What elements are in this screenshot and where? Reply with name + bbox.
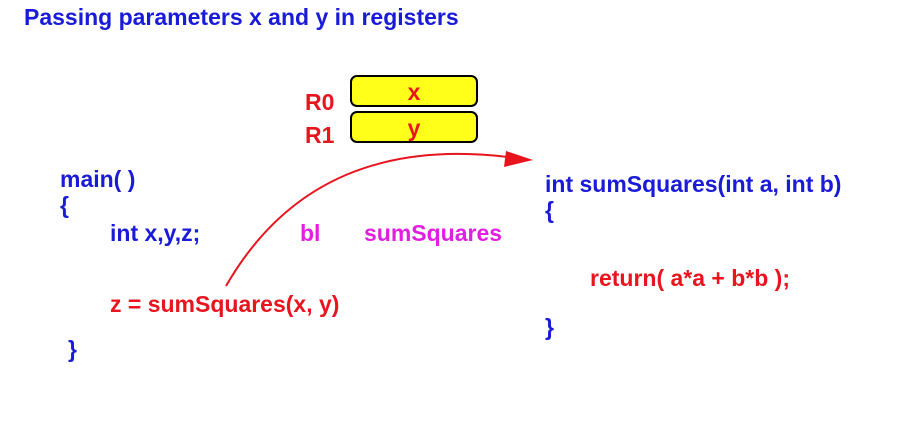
- callee-return-statement: return( a*a + b*b );: [590, 265, 791, 291]
- callee-close-brace: }: [545, 314, 554, 340]
- main-signature: main( ): [60, 166, 136, 192]
- callee-signature: int sumSquares(int a, int b): [545, 171, 842, 197]
- main-call-statement: z = sumSquares(x, y): [110, 291, 340, 317]
- callee-open-brace: {: [545, 197, 554, 223]
- register-value-r1: y: [407, 115, 421, 141]
- register-value-r0: x: [407, 79, 421, 105]
- call-arrow-head: [504, 151, 533, 167]
- main-declaration: int x,y,z;: [110, 220, 201, 246]
- main-open-brace: {: [60, 192, 69, 218]
- register-label-r1: R1: [305, 122, 335, 148]
- page-title: Passing parameters x and y in registers: [24, 4, 459, 30]
- asm-op: bl: [300, 220, 321, 246]
- register-box-r0: x: [350, 75, 478, 107]
- call-arrow-curve: [225, 152, 509, 287]
- asm-target: sumSquares: [364, 220, 503, 246]
- register-box-r1: y: [350, 111, 478, 143]
- main-close-brace: }: [68, 336, 77, 362]
- register-label-r0: R0: [305, 89, 335, 115]
